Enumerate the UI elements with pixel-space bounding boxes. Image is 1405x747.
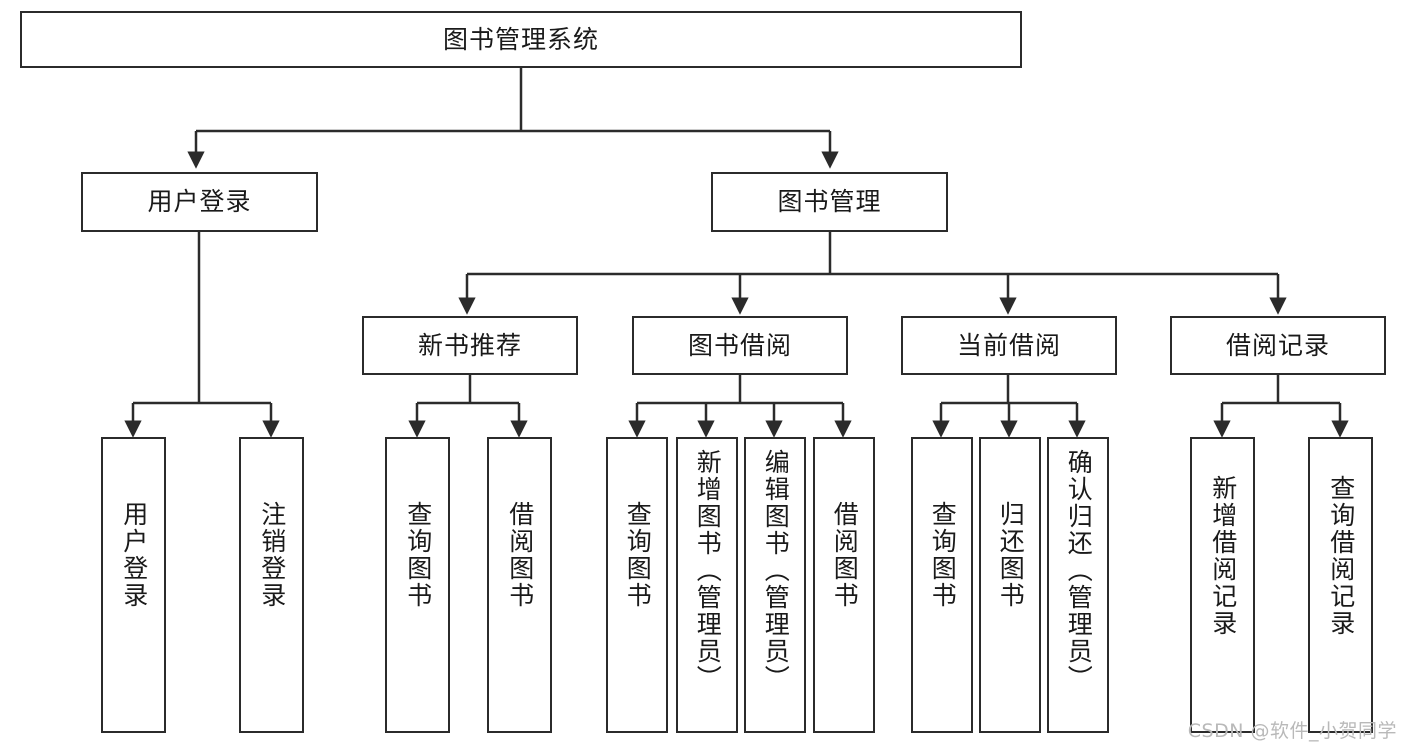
leaf-add-book-admin[interactable]: 新增图书（管理员） [676,437,738,733]
leaf-user-login[interactable]: 用户登录 [101,437,166,733]
node-book-borrow[interactable]: 图书借阅 [632,316,848,375]
node-new-book-recommend-label: 新书推荐 [417,330,522,360]
leaf-return-book-label: 归还图书 [996,501,1026,609]
leaf-query-book-borrow[interactable]: 查询图书 [606,437,668,733]
leaf-add-book-admin-label: 新增图书（管理员） [693,449,723,692]
node-book-management[interactable]: 图书管理 [711,172,948,232]
leaf-query-borrow-record[interactable]: 查询借阅记录 [1308,437,1373,733]
node-book-management-label: 图书管理 [777,187,882,217]
leaf-confirm-return-admin-label: 确认归还（管理员） [1064,449,1094,692]
leaf-borrow-book[interactable]: 借阅图书 [813,437,875,733]
leaf-user-login-label: 用户登录 [119,501,149,609]
leaf-query-book-current[interactable]: 查询图书 [911,437,973,733]
leaf-edit-book-admin-label: 编辑图书（管理员） [761,449,791,692]
node-user-login-label: 用户登录 [147,187,252,217]
leaf-borrow-book-label: 借阅图书 [830,501,860,609]
node-root[interactable]: 图书管理系统 [20,11,1022,68]
node-new-book-recommend[interactable]: 新书推荐 [362,316,578,375]
leaf-logout-label: 注销登录 [257,501,287,609]
node-root-label: 图书管理系统 [442,24,599,54]
leaf-add-borrow-record-label: 新增借阅记录 [1208,475,1238,637]
leaf-borrow-book-recommend-label: 借阅图书 [505,501,535,609]
csdn-watermark: CSDN @软件_小贺同学 [1187,720,1397,742]
node-current-borrow[interactable]: 当前借阅 [901,316,1117,375]
node-borrow-record[interactable]: 借阅记录 [1170,316,1386,375]
leaf-logout[interactable]: 注销登录 [239,437,304,733]
node-user-login[interactable]: 用户登录 [81,172,318,232]
leaf-query-borrow-record-label: 查询借阅记录 [1326,475,1356,637]
node-book-borrow-label: 图书借阅 [687,330,792,360]
leaf-add-borrow-record[interactable]: 新增借阅记录 [1190,437,1255,733]
leaf-query-book-current-label: 查询图书 [928,501,958,609]
leaf-confirm-return-admin[interactable]: 确认归还（管理员） [1047,437,1109,733]
leaf-query-book-borrow-label: 查询图书 [623,501,653,609]
leaf-query-book-recommend-label: 查询图书 [403,501,433,609]
leaf-return-book[interactable]: 归还图书 [979,437,1041,733]
node-current-borrow-label: 当前借阅 [956,330,1061,360]
node-borrow-record-label: 借阅记录 [1225,330,1330,360]
leaf-query-book-recommend[interactable]: 查询图书 [385,437,450,733]
leaf-borrow-book-recommend[interactable]: 借阅图书 [487,437,552,733]
leaf-edit-book-admin[interactable]: 编辑图书（管理员） [744,437,806,733]
